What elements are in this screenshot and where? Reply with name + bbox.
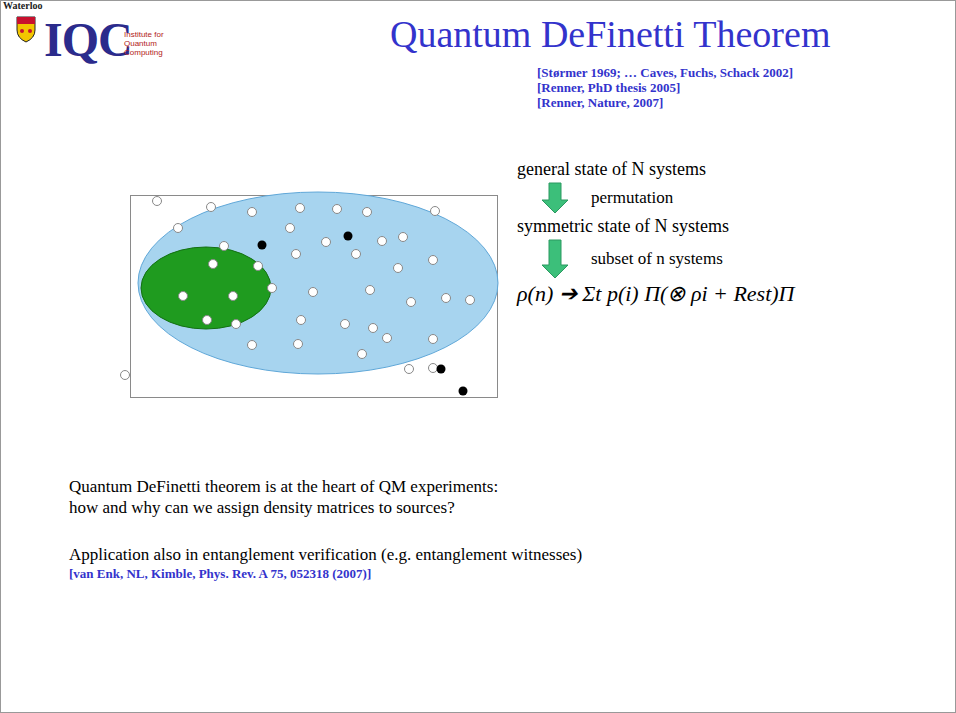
arrow-label: subset of n systems [589,249,725,269]
white-system [394,264,403,273]
body-text: Quantum DeFinetti theorem is at the hear… [69,476,519,518]
white-system [366,286,375,295]
white-system [341,320,350,329]
white-system [286,224,295,233]
arrow-label: permutation [589,188,675,208]
white-system [352,250,361,259]
university-shield [17,17,35,42]
black-system [258,241,267,250]
white-system [407,298,416,307]
flow-arrow [542,183,568,213]
white-system [220,242,229,251]
white-system [442,294,451,303]
white-system [399,233,408,242]
flow-step: symmetric state of N systems [515,215,731,238]
system-dots [121,197,475,396]
white-system [209,260,218,269]
reference: [Renner, Nature, 2007] [537,95,663,111]
black-system [344,232,353,241]
white-system [207,203,216,212]
flow-step: ρ(n) ➔ Σt p(i) Π(⊗ ρi + Rest)Π [515,280,796,308]
ensemble-ellipse [138,192,498,374]
white-system [309,288,318,297]
white-system [296,204,305,213]
white-system [466,296,475,305]
white-system [232,320,241,329]
white-system [248,341,257,350]
institute-name: Institute for Quantum Computing [124,30,176,57]
white-system [358,350,367,359]
slide-title: Quantum DeFinetti Theorem [390,12,830,56]
body-text: Application also in entanglement verific… [69,545,582,565]
reference: [Renner, PhD thesis 2005] [537,80,680,96]
white-system [431,207,440,216]
white-system [153,197,162,206]
black-system [459,387,468,396]
flow-step: general state of N systems [515,158,708,181]
white-system [121,371,130,380]
white-system [203,316,212,325]
white-system [429,364,438,373]
white-system [363,208,372,217]
white-system [294,340,303,349]
reference: [van Enk, NL, Kimble, Phys. Rev. A 75, 0… [69,566,371,582]
white-system [292,250,301,259]
white-system [369,324,378,333]
flow-arrow [542,240,568,278]
university-name: Waterloo [3,0,42,11]
white-system [322,238,331,247]
white-system [429,335,438,344]
reference: [Størmer 1969; … Caves, Fuchs, Schack 20… [537,65,793,81]
white-system [174,224,183,233]
white-system [179,292,188,301]
institute-logo: IQC [44,12,132,67]
white-system [248,208,257,217]
white-system [268,284,277,293]
white-system [229,292,238,301]
white-system [297,316,306,325]
black-system [437,365,446,374]
white-system [333,205,342,214]
white-system [429,256,438,265]
step-text: general state of N systems [517,159,706,180]
subset-ellipse [141,247,271,329]
white-system [383,334,392,343]
step-text: symmetric state of N systems [517,216,729,237]
white-system [378,237,387,246]
white-system [254,262,263,271]
white-system [405,365,414,374]
step-text: ρ(n) ➔ Σt p(i) Π(⊗ ρi + Rest)Π [517,281,794,307]
